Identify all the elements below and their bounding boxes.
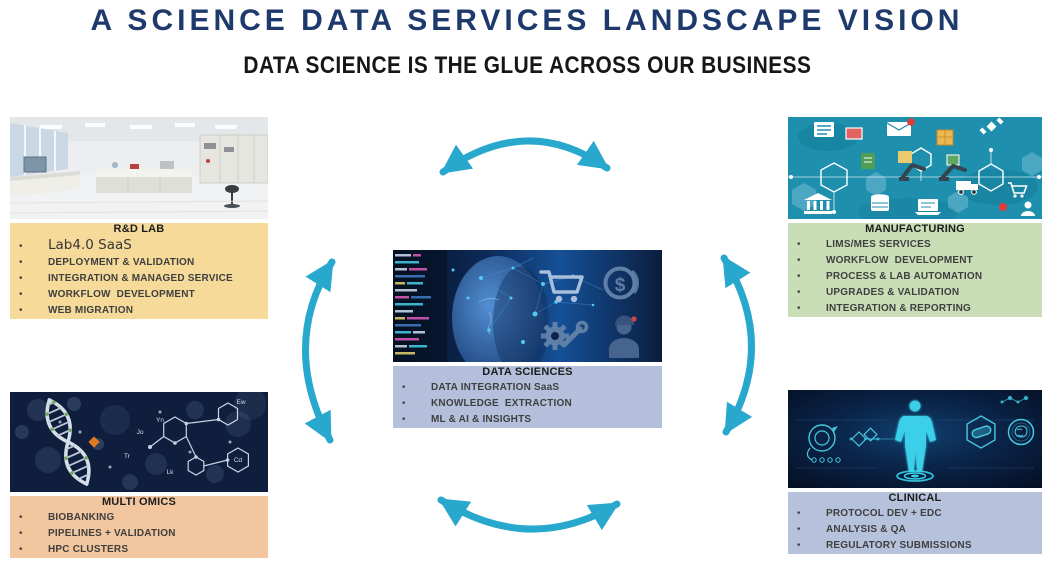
bullet-item: •Lab4.0 SaaS bbox=[19, 237, 132, 253]
bullet-marker: • bbox=[19, 257, 23, 268]
smart-factory-iot-illustration bbox=[788, 117, 1042, 219]
bullet-item: •REGULATORY SUBMISSIONS bbox=[797, 538, 1038, 554]
bullet-item: •WEB MIGRATION bbox=[19, 303, 264, 319]
data-sciences-list: •DATA INTEGRATION SaaS •KNOWLEDGE EXTRAC… bbox=[393, 380, 662, 428]
bullet-marker: • bbox=[19, 305, 23, 316]
bullet-item: •INTEGRATION & REPORTING bbox=[797, 301, 1038, 317]
clinical-list: •PROTOCOL DEV + EDC •ANALYSIS & QA •REGU… bbox=[788, 506, 1042, 554]
svg-text:Jo: Jo bbox=[137, 429, 144, 436]
digital-human-body-illustration bbox=[788, 390, 1042, 488]
svg-text:$: $ bbox=[615, 275, 626, 296]
multi-omics-body: MULTI OMICS •BIOBANKING •PIPELINES + VAL… bbox=[10, 496, 268, 558]
bullet-item: •HPC CLUSTERS bbox=[19, 542, 264, 558]
arrow-right bbox=[720, 254, 755, 436]
bullet-item: •PIPELINES + VALIDATION bbox=[19, 526, 264, 542]
bullet-marker: • bbox=[797, 303, 801, 314]
bullet-marker: • bbox=[19, 528, 23, 539]
arrow-left bbox=[302, 258, 336, 444]
rd-lab-header: R&D LAB bbox=[113, 223, 165, 235]
shopping-cart-icon bbox=[539, 270, 584, 303]
clinical-header: CLINICAL bbox=[888, 492, 942, 504]
page-subtitle-text: DATA SCIENCE IS THE GLUE ACROSS OUR BUSI… bbox=[243, 52, 811, 79]
bullet-item: •PROCESS & LAB AUTOMATION bbox=[797, 269, 1038, 285]
bullet-marker: • bbox=[402, 382, 406, 393]
bullet-item: •BIOBANKING bbox=[19, 510, 264, 526]
bullet-marker: • bbox=[19, 512, 23, 523]
clinical-card: CLINICAL •PROTOCOL DEV + EDC •ANALYSIS &… bbox=[788, 390, 1042, 560]
bullet-item: •WORKFLOW DEVELOPMENT bbox=[797, 253, 1038, 269]
bullet-marker: • bbox=[402, 414, 406, 425]
bullet-item: •KNOWLEDGE EXTRACTION bbox=[402, 396, 658, 412]
data-sciences-header: DATA SCIENCES bbox=[482, 366, 573, 378]
bullet-item: •DEPLOYMENT & VALIDATION bbox=[19, 255, 264, 271]
bullet-marker: • bbox=[797, 508, 801, 519]
manufacturing-card: MANUFACTURING •LIMS/MES SERVICES •WORKFL… bbox=[788, 117, 1042, 319]
bullet-marker: • bbox=[797, 287, 801, 298]
bullet-item: •PROTOCOL DEV + EDC bbox=[797, 506, 1038, 522]
multi-omics-list: •BIOBANKING •PIPELINES + VALIDATION •HPC… bbox=[10, 510, 268, 558]
arrow-bottom bbox=[437, 496, 621, 533]
data-scientist-icon bbox=[609, 315, 639, 358]
manufacturing-list: •LIMS/MES SERVICES •WORKFLOW DEVELOPMENT… bbox=[788, 237, 1042, 317]
svg-text:Lk: Lk bbox=[167, 469, 175, 476]
bullet-item: •LIMS/MES SERVICES bbox=[797, 237, 1038, 253]
bullet-marker: • bbox=[19, 241, 23, 252]
arrow-top bbox=[439, 137, 611, 176]
manufacturing-body: MANUFACTURING •LIMS/MES SERVICES •WORKFL… bbox=[788, 223, 1042, 317]
svg-text:Yn: Yn bbox=[156, 417, 164, 424]
multi-omics-header: MULTI OMICS bbox=[101, 496, 177, 508]
bullet-item: •WORKFLOW DEVELOPMENT bbox=[19, 287, 264, 303]
bullet-marker: • bbox=[797, 255, 801, 266]
dollar-coin-icon: $ bbox=[603, 266, 639, 300]
rd-lab-list: •Lab4.0 SaaS •DEPLOYMENT & VALIDATION •I… bbox=[10, 237, 268, 319]
bullet-marker: • bbox=[797, 271, 801, 282]
bullet-marker: • bbox=[797, 524, 801, 535]
bullet-item: •ANALYSIS & QA bbox=[797, 522, 1038, 538]
bullet-item: •ML & AI & INSIGHTS bbox=[402, 412, 658, 428]
lab-interior-photo bbox=[10, 117, 268, 219]
clinical-body: CLINICAL •PROTOCOL DEV + EDC •ANALYSIS &… bbox=[788, 492, 1042, 554]
bullet-marker: • bbox=[797, 540, 801, 551]
bullet-item: •UPGRADES & VALIDATION bbox=[797, 285, 1038, 301]
data-sciences-card: $ DATA SCIE bbox=[393, 250, 662, 434]
bullet-marker: • bbox=[797, 239, 801, 250]
bullet-item: •INTEGRATION & MANAGED SERVICE bbox=[19, 271, 264, 287]
bullet-marker: • bbox=[19, 289, 23, 300]
rd-lab-card: R&D LAB •Lab4.0 SaaS •DEPLOYMENT & VALID… bbox=[10, 117, 268, 319]
rd-lab-body: R&D LAB •Lab4.0 SaaS •DEPLOYMENT & VALID… bbox=[10, 223, 268, 319]
bullet-marker: • bbox=[402, 398, 406, 409]
bullet-item: •DATA INTEGRATION SaaS bbox=[402, 380, 658, 396]
bullet-marker: • bbox=[19, 544, 23, 555]
data-sciences-body: DATA SCIENCES •DATA INTEGRATION SaaS •KN… bbox=[393, 366, 662, 428]
svg-text:Ew: Ew bbox=[236, 399, 245, 406]
ai-head-code-illustration: $ bbox=[393, 250, 662, 362]
page-subtitle: DATA SCIENCE IS THE GLUE ACROSS OUR BUSI… bbox=[0, 52, 1054, 80]
svg-text:Cd: Cd bbox=[234, 457, 243, 464]
gear-wrench-icon bbox=[541, 320, 589, 350]
svg-text:Tr: Tr bbox=[124, 453, 131, 460]
manufacturing-header: MANUFACTURING bbox=[865, 223, 965, 235]
bullet-marker: • bbox=[19, 273, 23, 284]
page-title: A SCIENCE DATA SERVICES LANDSCAPE VISION bbox=[90, 4, 964, 37]
